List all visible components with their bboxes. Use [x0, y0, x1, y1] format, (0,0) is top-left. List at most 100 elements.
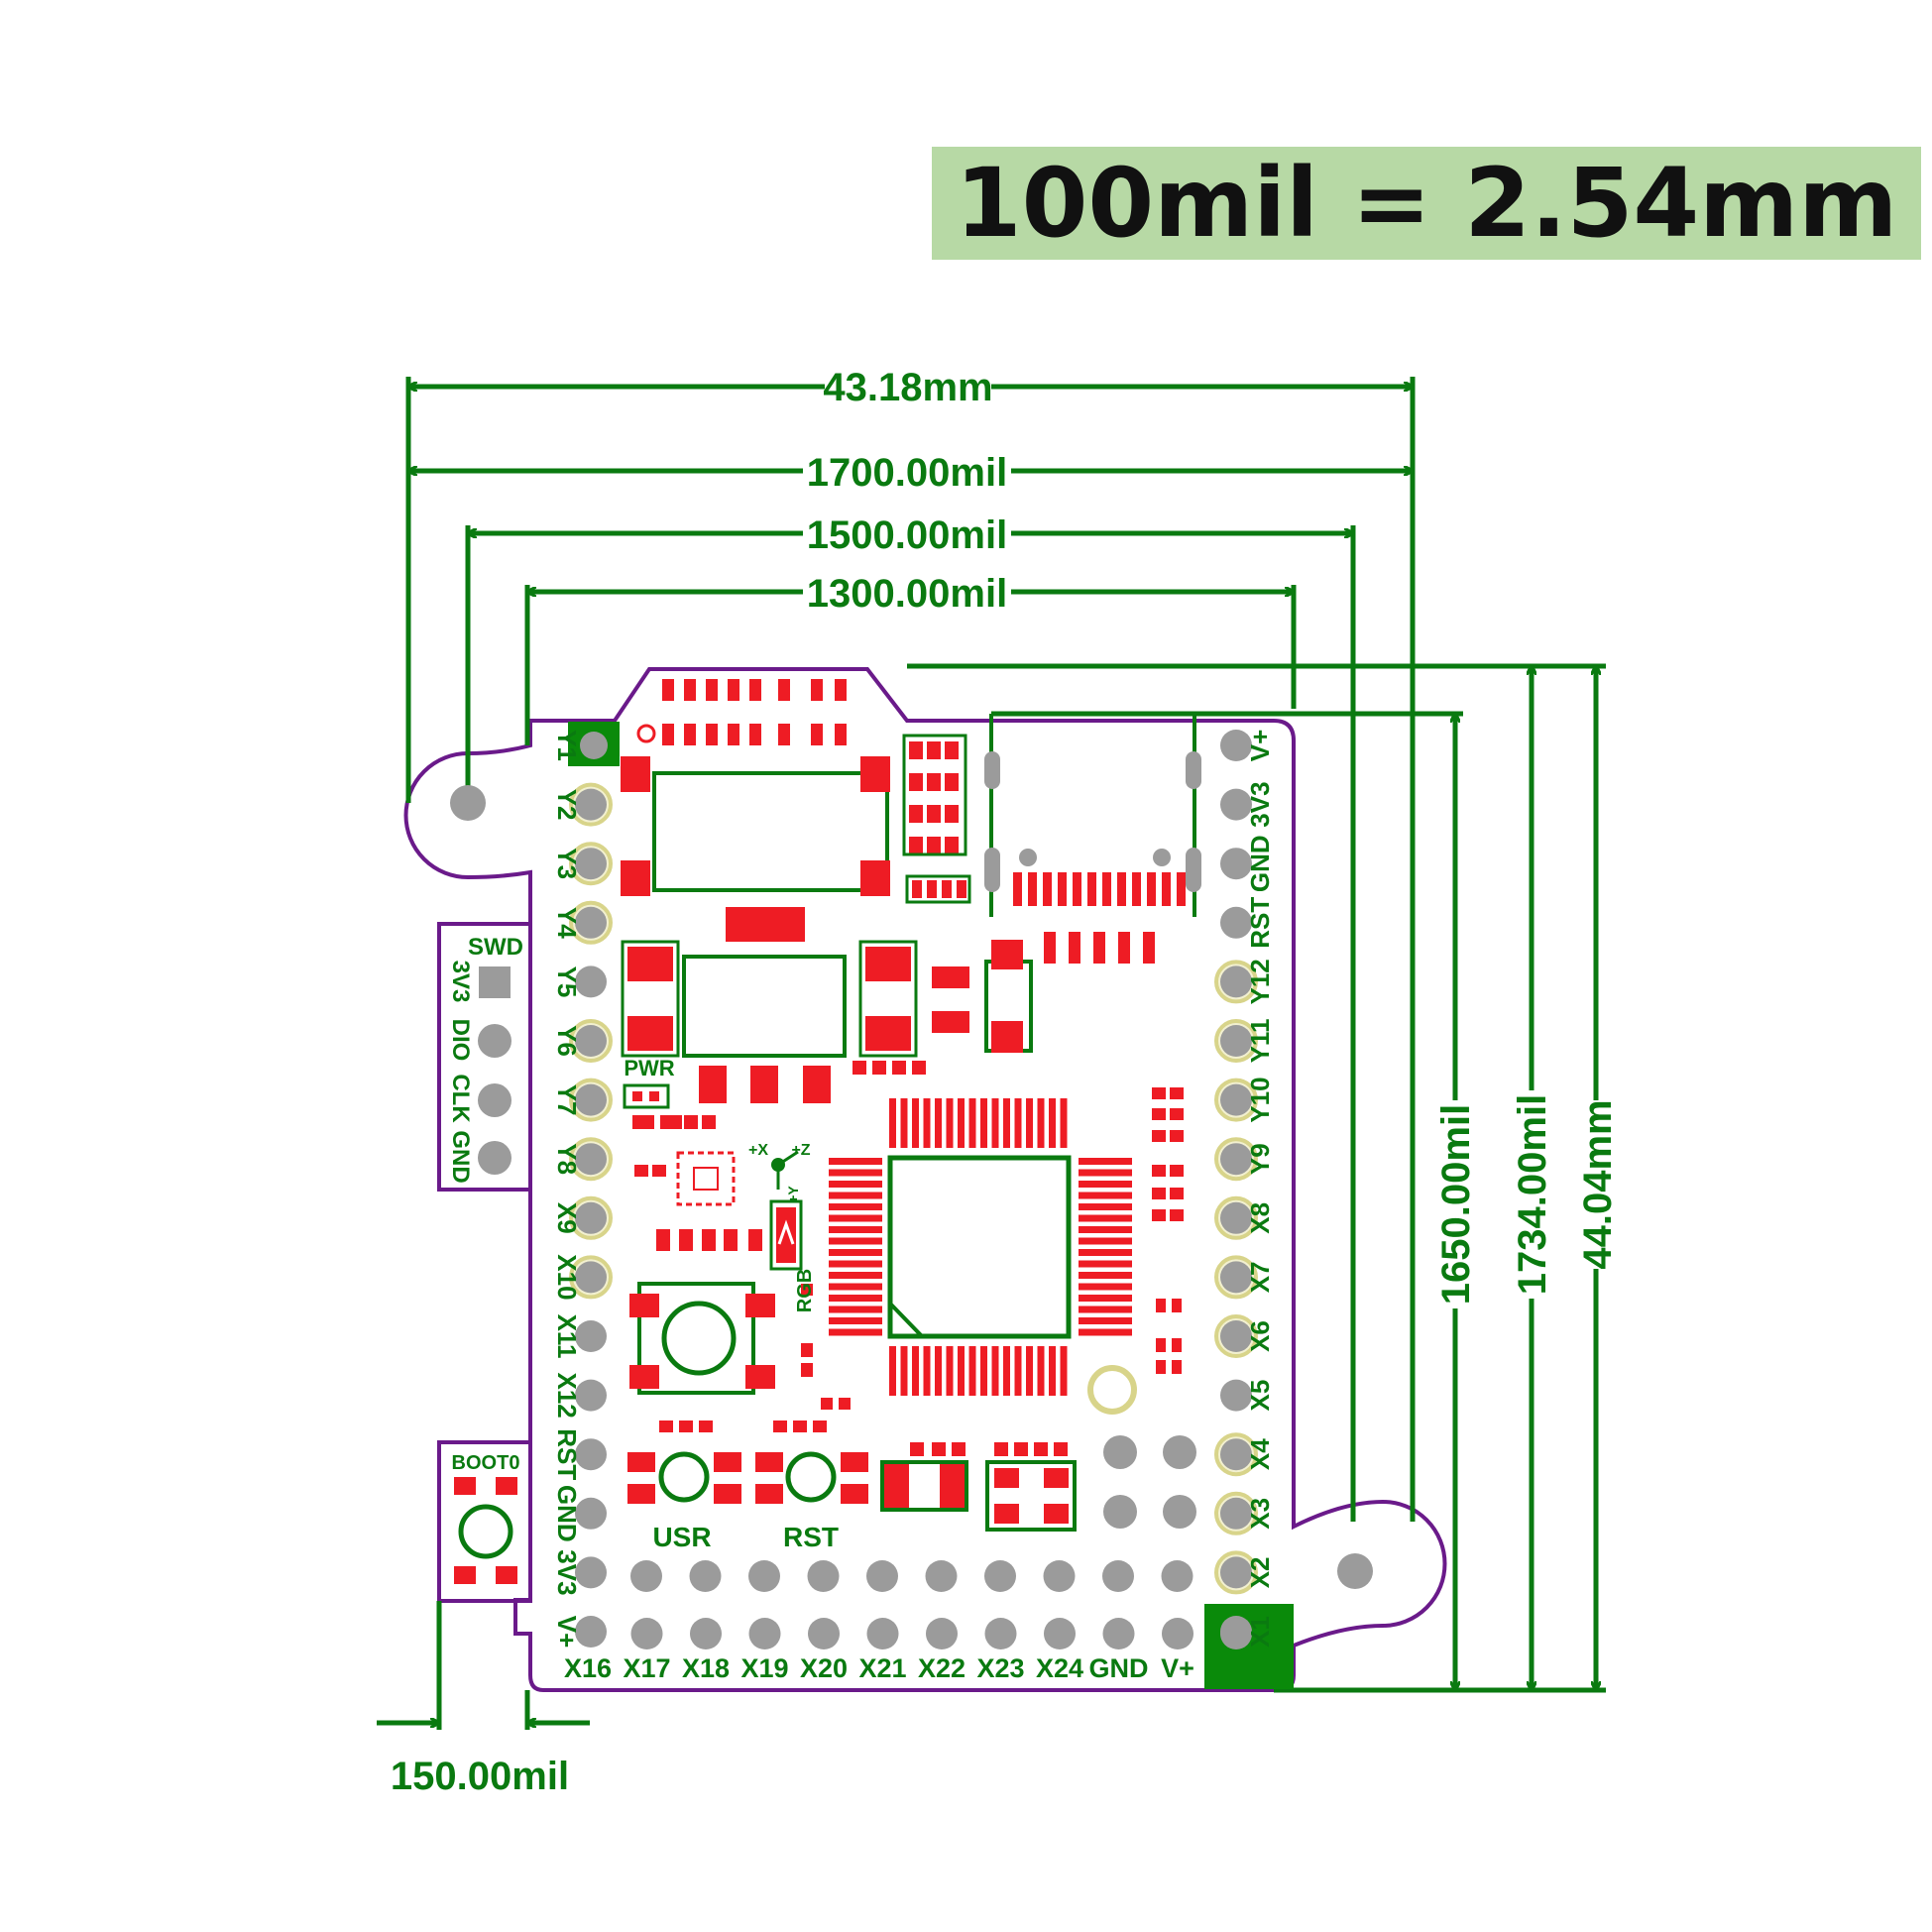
right-header-pad [1220, 1497, 1252, 1530]
rgb-label: RGB [794, 1269, 816, 1312]
right-header-pad [1220, 1143, 1252, 1176]
rst-label: RST [783, 1522, 839, 1552]
left-pin-label: X10 [552, 1254, 582, 1300]
right-pin-label: GND [1245, 835, 1275, 892]
bottom-header-pad [690, 1618, 722, 1649]
dim-width-mm: 43.18mm [823, 366, 992, 409]
left-pin-label: Y2 [552, 789, 582, 821]
left-header-pad [575, 1143, 607, 1176]
left-header-pad [580, 732, 608, 759]
right-header-pad [1220, 1261, 1252, 1294]
right-pin-label: Y12 [1245, 959, 1275, 1004]
right-pin-label: 3V3 [1245, 781, 1275, 827]
bottom-row-pad [1161, 1560, 1193, 1592]
axis-z-label: +Z [791, 1142, 810, 1159]
right-pin-label: X6 [1245, 1320, 1275, 1352]
right-header-pad [1220, 966, 1252, 998]
dim-height-mm: 44.04mm [1576, 1099, 1620, 1269]
left-pin-label: Y4 [552, 907, 582, 939]
right-header-pad [1220, 1320, 1252, 1352]
right-header-pad [1220, 1083, 1252, 1116]
left-pin-label: Y3 [552, 848, 582, 879]
left-header-pad [575, 848, 607, 880]
swd-pin-label: 3V3 [447, 961, 474, 1003]
usr-label: USR [652, 1522, 711, 1552]
bottom-header-pad [1162, 1618, 1193, 1649]
left-pin-label: X12 [552, 1372, 582, 1418]
dimension-labels: 43.18mm 1700.00mil 1500.00mil 1300.00mil… [391, 365, 1620, 1798]
bottom-row-pad [1043, 1560, 1076, 1592]
mcu-chip [887, 1155, 1072, 1339]
right-header-pad [1220, 1438, 1252, 1471]
left-header-pad [575, 1556, 607, 1589]
bottom-pin-label: X21 [858, 1653, 906, 1683]
bottom-row-pad [1102, 1560, 1134, 1592]
right-pin-label: X4 [1245, 1438, 1275, 1470]
bottom-header-pad [984, 1618, 1017, 1649]
swd-pin-label: DIO [447, 1019, 474, 1062]
right-pin-label: Y10 [1245, 1077, 1275, 1122]
right-pin-label: X8 [1245, 1202, 1275, 1234]
left-header-pad [575, 1261, 607, 1294]
dim-offset: 150.00mil [391, 1755, 569, 1798]
bottom-pin-label: GND [1089, 1653, 1149, 1683]
bottom-header-pad [808, 1618, 840, 1649]
swd-title: SWD [468, 934, 523, 961]
left-header-pad [575, 1438, 607, 1471]
left-header-pad [575, 1083, 607, 1116]
left-header-pad [575, 1025, 607, 1057]
right-pin-label: X5 [1245, 1380, 1275, 1412]
right-pin-label: V+ [1245, 730, 1275, 762]
right-header-pad [1220, 1201, 1252, 1234]
swd-pin-label: GND [447, 1130, 474, 1183]
left-header-pad [575, 788, 607, 821]
pwr-label: PWR [624, 1056, 674, 1080]
bottom-pin-label: X18 [682, 1653, 730, 1683]
scale-banner: 100mil = 2.54mm [932, 147, 1921, 260]
mounting-hole-right [1337, 1553, 1373, 1589]
bottom-pin-label: V+ [1161, 1653, 1194, 1683]
board-internals: Y1Y2Y3Y4Y5Y6Y7Y8X9X10X11X12RSTGND3V3V+V+… [450, 679, 1373, 1689]
left-pin-label: RST [552, 1428, 582, 1480]
bottom-pin-label: X19 [740, 1653, 788, 1683]
left-pin-label: X9 [552, 1202, 582, 1234]
bottom-pin-label: X23 [976, 1653, 1024, 1683]
dim-hole-span: 1500.00mil [807, 513, 1007, 557]
bottom-row-pad [925, 1560, 958, 1592]
left-pin-label: GND [552, 1485, 582, 1542]
bottom-row-pad [630, 1560, 662, 1592]
bottom-row-pad [689, 1560, 722, 1592]
bottom-header-pad [926, 1618, 958, 1649]
bottom-header-pad [1102, 1618, 1135, 1649]
bottom-row-pad [984, 1560, 1016, 1592]
left-pin-label: 3V3 [552, 1549, 582, 1595]
boot0-label: BOOT0 [452, 1452, 520, 1474]
axis-y-label: +Y [785, 1186, 801, 1203]
bottom-header-pad [1044, 1618, 1076, 1649]
right-pin-label: X1 [1245, 1616, 1275, 1648]
swd-pin-label: CLK [447, 1074, 474, 1123]
bottom-row-pad [866, 1560, 898, 1592]
left-pin-label: Y1 [552, 730, 582, 761]
x1-square-pad [1204, 1604, 1294, 1689]
right-header-pad [1220, 848, 1252, 880]
left-header-pad [575, 1616, 607, 1648]
swd-pad-square [479, 966, 511, 998]
right-header-pad [1220, 1379, 1252, 1412]
right-header-pad [1220, 906, 1252, 939]
left-pin-label: Y7 [552, 1084, 582, 1116]
mounting-hole-left [450, 785, 486, 821]
right-header-pad [1220, 730, 1252, 761]
right-header-pad [1220, 788, 1252, 821]
bottom-header-pad [866, 1618, 899, 1649]
left-header-pad [575, 966, 607, 998]
bottom-row-pad [807, 1560, 840, 1592]
dim-height-header: 1650.00mil [1434, 1104, 1478, 1305]
dim-width-mil: 1700.00mil [807, 451, 1007, 495]
left-pin-label: X11 [552, 1314, 582, 1359]
right-pin-label: Y11 [1245, 1019, 1275, 1064]
bottom-pin-label: X16 [564, 1653, 612, 1683]
dim-header-span: 1300.00mil [807, 572, 1007, 616]
left-header-pad [575, 1320, 607, 1352]
left-header-pad [575, 906, 607, 939]
